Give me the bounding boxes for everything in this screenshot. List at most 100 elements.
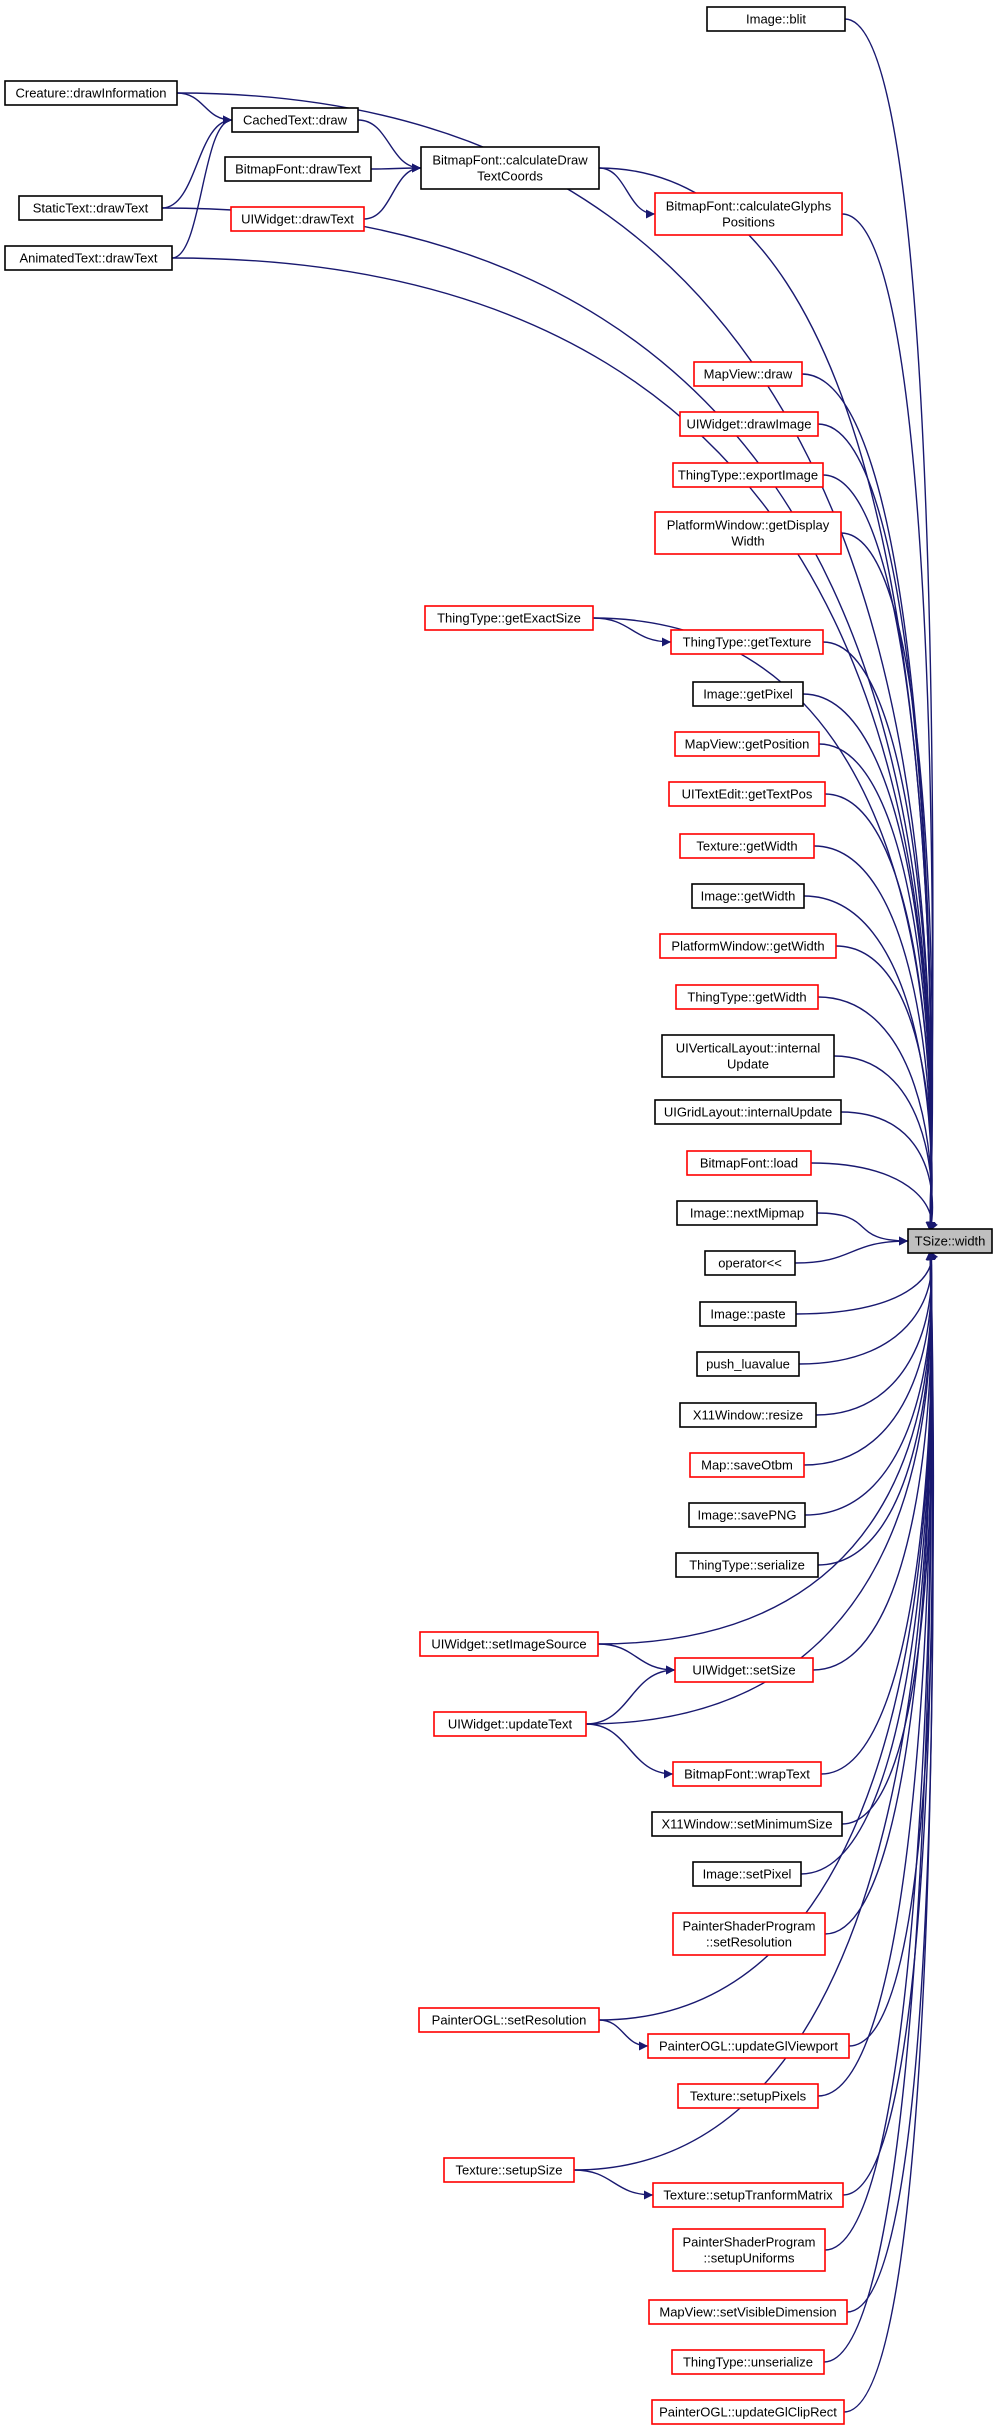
edge-thingtype_getexactsize-to-tsize_width bbox=[592, 617, 935, 1232]
edge-bitmapfont_load-to-tsize_width bbox=[810, 1162, 938, 1232]
node-uiwidget_drawtext[interactable]: UIWidget::drawText bbox=[230, 206, 365, 232]
edge-painterogl_updateglviewport-to-tsize_width bbox=[848, 1250, 935, 2047]
node-label: AnimatedText::drawText bbox=[19, 251, 157, 266]
node-animatedtext_drawtext[interactable]: AnimatedText::drawText bbox=[4, 245, 173, 271]
node-box bbox=[676, 1200, 818, 1226]
node-image_savepng[interactable]: Image::savePNG bbox=[688, 1502, 806, 1528]
node-box bbox=[424, 605, 594, 631]
edge-thingtype_getexactsize-to-thingtype_gettexture bbox=[592, 617, 672, 647]
edge-image_nextmipmap-to-tsize_width bbox=[816, 1212, 909, 1246]
node-image_paste[interactable]: Image::paste bbox=[699, 1301, 797, 1327]
node-thingtype_exportimage[interactable]: ThingType::exportImage bbox=[672, 462, 824, 488]
node-thingtype_getexactsize[interactable]: ThingType::getExactSize bbox=[424, 605, 594, 631]
node-painterogl_updateglviewport[interactable]: PainterOGL::updateGlViewport bbox=[647, 2033, 850, 2059]
node-image_blit[interactable]: Image::blit bbox=[706, 6, 846, 32]
node-box bbox=[230, 206, 365, 232]
node-operator_shift[interactable]: operator<< bbox=[704, 1250, 796, 1276]
node-thingtype_serialize[interactable]: ThingType::serialize bbox=[675, 1552, 819, 1578]
node-bitmapfont_wraptext[interactable]: BitmapFont::wrapText bbox=[672, 1761, 822, 1787]
node-label: Image::nextMipmap bbox=[690, 1206, 804, 1221]
node-box bbox=[672, 1761, 822, 1787]
node-label: Image::blit bbox=[746, 12, 806, 27]
node-box bbox=[652, 2182, 844, 2208]
node-thingtype_gettexture[interactable]: ThingType::getTexture bbox=[670, 629, 824, 655]
node-box bbox=[231, 107, 359, 133]
node-uiverticallayout_internalupdate[interactable]: UIVerticalLayout::internalUpdate bbox=[661, 1034, 835, 1078]
node-box bbox=[670, 629, 824, 655]
node-label: UITextEdit::getTextPos bbox=[682, 787, 813, 802]
node-uiwidget_setimagesource[interactable]: UIWidget::setImageSource bbox=[419, 1631, 599, 1657]
node-mapview_setvisibledimension[interactable]: MapView::setVisibleDimension bbox=[648, 2299, 848, 2325]
node-uiwidget_drawimage[interactable]: UIWidget::drawImage bbox=[679, 411, 819, 437]
node-texture_getwidth[interactable]: Texture::getWidth bbox=[679, 833, 815, 859]
node-texture_setupsize[interactable]: Texture::setupSize bbox=[443, 2157, 575, 2183]
node-bitmapfont_drawtext[interactable]: BitmapFont::drawText bbox=[224, 156, 372, 182]
node-uiwidget_setsize[interactable]: UIWidget::setSize bbox=[674, 1657, 814, 1683]
node-x11window_resize[interactable]: X11Window::resize bbox=[679, 1402, 817, 1428]
node-label: TextCoords bbox=[477, 169, 543, 184]
node-box bbox=[443, 2157, 575, 2183]
node-thingtype_unserialize[interactable]: ThingType::unserialize bbox=[671, 2349, 825, 2375]
node-box bbox=[4, 80, 178, 106]
node-statictext_drawtext[interactable]: StaticText::drawText bbox=[18, 195, 163, 221]
edge-creature_drawinformation-to-cachedtext_draw bbox=[176, 92, 233, 125]
edge-thingtype_unserialize-to-tsize_width bbox=[823, 1250, 935, 2363]
node-box bbox=[654, 192, 843, 236]
target-node-label: TSize::width bbox=[915, 1234, 986, 1249]
node-x11window_setminimumsize[interactable]: X11Window::setMinimumSize bbox=[651, 1811, 843, 1837]
node-paintershaderprogram_setupuniforms[interactable]: PainterShaderProgram::setupUniforms bbox=[672, 2228, 826, 2272]
node-map_saveotbm[interactable]: Map::saveOtbm bbox=[689, 1452, 805, 1478]
node-uigridlayout_internalupdate[interactable]: UIGridLayout::internalUpdate bbox=[654, 1099, 842, 1125]
edge-platformwindow_getwidth-to-tsize_width bbox=[835, 945, 936, 1232]
node-box bbox=[4, 245, 173, 271]
node-mapview_getposition[interactable]: MapView::getPosition bbox=[674, 731, 820, 757]
node-label: MapView::getPosition bbox=[685, 737, 810, 752]
node-label: Creature::drawInformation bbox=[15, 86, 166, 101]
target-node-tsize-width[interactable]: TSize::width bbox=[907, 1228, 993, 1254]
node-texture_setuptranformmatrix[interactable]: Texture::setupTranformMatrix bbox=[652, 2182, 844, 2208]
node-label: UIWidget::updateText bbox=[448, 1717, 573, 1732]
edge-uigridlayout_internalupdate-to-tsize_width bbox=[840, 1111, 937, 1232]
node-platformwindow_getwidth[interactable]: PlatformWindow::getWidth bbox=[659, 933, 837, 959]
node-image_setpixel[interactable]: Image::setPixel bbox=[692, 1861, 802, 1887]
node-creature_drawinformation[interactable]: Creature::drawInformation bbox=[4, 80, 178, 106]
node-label: Update bbox=[727, 1057, 769, 1072]
node-label: ThingType::getWidth bbox=[687, 990, 806, 1005]
node-thingtype_getwidth[interactable]: ThingType::getWidth bbox=[675, 984, 819, 1010]
node-texture_setuppixels[interactable]: Texture::setupPixels bbox=[677, 2083, 819, 2109]
node-painterogl_setresolution[interactable]: PainterOGL::setResolution bbox=[418, 2007, 600, 2033]
node-push_luavalue[interactable]: push_luavalue bbox=[696, 1351, 800, 1377]
edge-mapview_setvisibledimension-to-tsize_width bbox=[846, 1250, 935, 2313]
node-box bbox=[699, 1301, 797, 1327]
edge-uiwidget_updatetext-to-uiwidget_setsize bbox=[585, 1665, 676, 1725]
node-image_nextmipmap[interactable]: Image::nextMipmap bbox=[676, 1200, 818, 1226]
edge-bitmapfont_calculatedrawtextcoords-to-bitmapfont_calculateglyphspositions bbox=[598, 167, 656, 219]
node-box bbox=[672, 2228, 826, 2272]
node-label: Positions bbox=[722, 215, 775, 230]
node-label: Image::savePNG bbox=[698, 1508, 797, 1523]
node-image_getwidth[interactable]: Image::getWidth bbox=[691, 883, 805, 909]
node-label: MapView::draw bbox=[704, 367, 793, 382]
node-bitmapfont_load[interactable]: BitmapFont::load bbox=[686, 1150, 812, 1176]
node-cachedtext_draw[interactable]: CachedText::draw bbox=[231, 107, 359, 133]
node-box bbox=[433, 1711, 587, 1737]
node-painterogl_updateglcliprect[interactable]: PainterOGL::updateGlClipRect bbox=[651, 2399, 845, 2425]
node-image_getpixel[interactable]: Image::getPixel bbox=[692, 681, 804, 707]
node-mapview_draw[interactable]: MapView::draw bbox=[693, 361, 803, 387]
node-box bbox=[668, 781, 826, 807]
edge-statictext_drawtext-to-cachedtext_draw bbox=[161, 115, 233, 209]
node-paintershaderprogram_setresolution[interactable]: PainterShaderProgram::setResolution bbox=[672, 1912, 826, 1956]
node-label: PainterShaderProgram bbox=[683, 2235, 816, 2250]
node-box bbox=[651, 1811, 843, 1837]
node-label: PainterOGL::updateGlClipRect bbox=[659, 2405, 837, 2420]
node-box bbox=[654, 511, 842, 555]
node-box bbox=[419, 1631, 599, 1657]
node-uiwidget_updatetext[interactable]: UIWidget::updateText bbox=[433, 1711, 587, 1737]
node-uitextedit_gettextpos[interactable]: UITextEdit::getTextPos bbox=[668, 781, 826, 807]
node-box bbox=[679, 1402, 817, 1428]
edge-painterogl_setresolution-to-painterogl_updateglviewport bbox=[598, 2019, 649, 2051]
